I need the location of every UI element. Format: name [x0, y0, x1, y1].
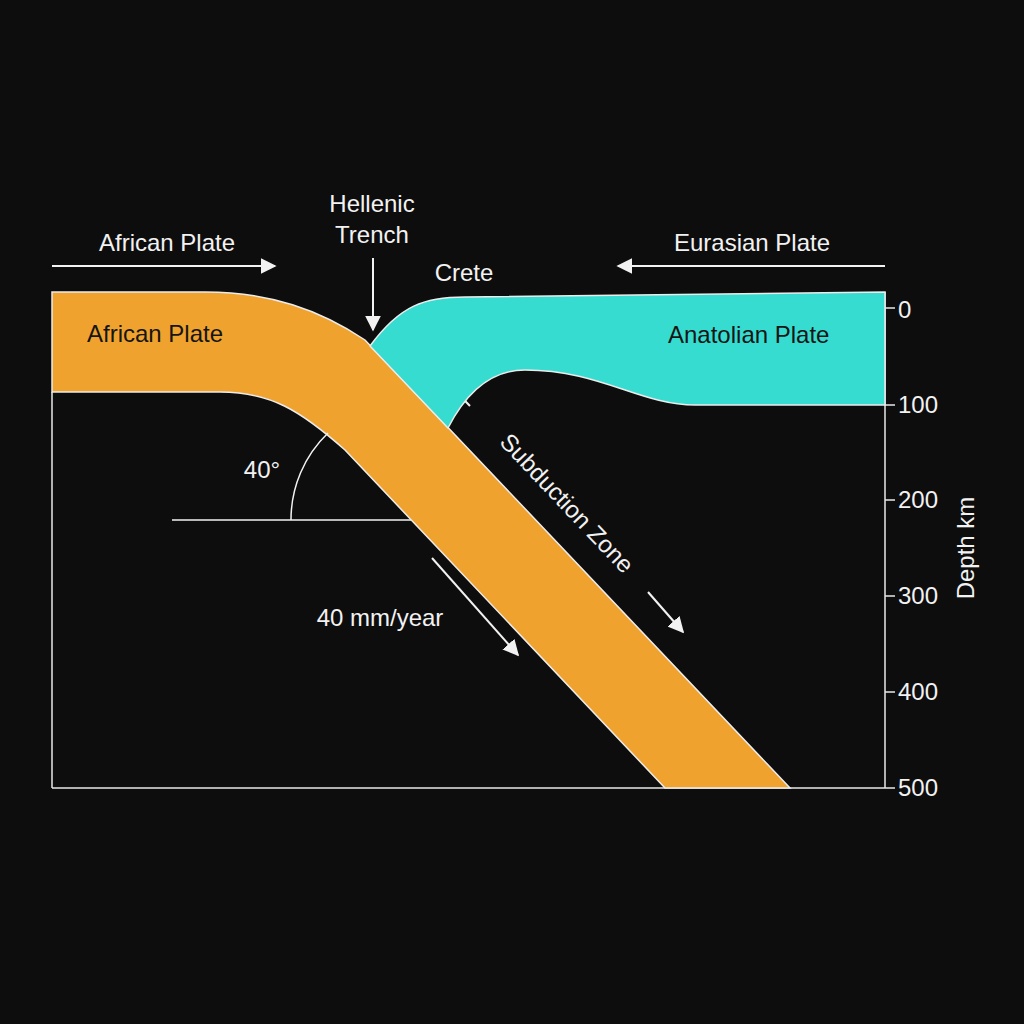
- annotation: 40 mm/year: [317, 602, 444, 633]
- annotation: Subduction Zone: [493, 426, 641, 579]
- annotation: Hellenic Trench: [307, 188, 437, 250]
- depth-tick: 100: [898, 389, 938, 420]
- annotation: Eurasian Plate: [674, 227, 830, 258]
- depth-tick: 300: [898, 580, 938, 611]
- annotation: 40°: [244, 454, 280, 485]
- annotation: African Plate: [99, 227, 235, 258]
- annotation: Crete: [435, 257, 494, 288]
- plate-shape: [366, 288, 888, 433]
- plate-name: African Plate: [87, 320, 223, 349]
- depth-tick: 500: [898, 772, 938, 803]
- depth-tick: 400: [898, 676, 938, 707]
- plate-name: Anatolian Plate: [668, 321, 829, 350]
- depth-tick: 0: [898, 294, 911, 325]
- frame: [52, 292, 895, 788]
- plate-region: Anatolian Plate: [366, 288, 888, 433]
- axis-title: Depth km: [950, 497, 981, 600]
- angle-marker: [172, 433, 411, 520]
- rate-arrow: [432, 558, 518, 655]
- depth-tick: 200: [898, 484, 938, 515]
- plate-outline: [370, 292, 885, 428]
